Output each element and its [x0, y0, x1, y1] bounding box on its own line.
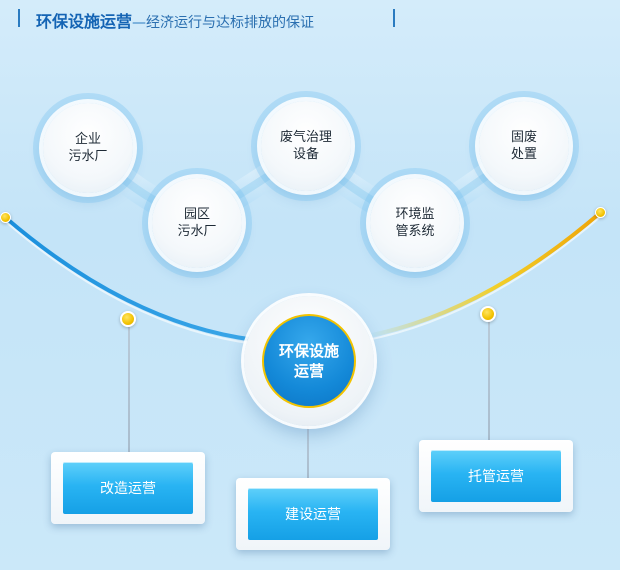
card-construction: 建设运营 [236, 478, 390, 550]
center-hub: 环保设施 运营 [244, 296, 374, 426]
arc-dot-renovation [120, 311, 136, 327]
arc-end-dot-left [0, 212, 11, 223]
bubble-exhaust-treatment: 废气治理 设备 [261, 101, 351, 191]
stem-trust [488, 314, 490, 446]
center-label: 环保设施 运营 [278, 342, 339, 380]
card-trust-face: 托管运营 [431, 450, 561, 502]
page-title: 环保设施运营 [36, 12, 133, 31]
page-subtitle: 经济运行与达标排放的保证 [146, 15, 315, 31]
bubble-label: 固废 处置 [510, 130, 537, 162]
arc-dot-trust [480, 306, 496, 322]
stem-renovation [128, 320, 130, 458]
bubble-enterprise-wastewater: 企业 污水厂 [43, 103, 133, 193]
header: 环保设施运营—经济运行与达标排放的保证 [0, 0, 620, 36]
header-right-bar [393, 9, 395, 27]
header-text: 环保设施运营—经济运行与达标排放的保证 [36, 8, 314, 32]
title-separator: — [132, 15, 147, 31]
center-hub-core: 环保设施 运营 [262, 314, 356, 408]
bubble-label: 废气治理 设备 [279, 130, 332, 162]
header-left-bar [18, 9, 20, 27]
card-label: 改造运营 [100, 481, 156, 497]
arc-end-dot-right [595, 207, 606, 218]
stem-construction [307, 425, 309, 480]
bubble-environment-monitoring: 环境监 管系统 [370, 178, 460, 268]
card-trust: 托管运营 [419, 440, 573, 512]
card-renovation-face: 改造运营 [63, 462, 193, 514]
bubble-park-wastewater: 园区 污水厂 [152, 178, 242, 268]
bubble-label: 企业 污水厂 [68, 132, 108, 164]
card-construction-face: 建设运营 [248, 488, 378, 540]
card-label: 托管运营 [468, 469, 524, 485]
card-label: 建设运营 [285, 507, 341, 523]
card-renovation: 改造运营 [51, 452, 205, 524]
bubble-label: 园区 污水厂 [177, 207, 217, 239]
bubble-solid-waste: 固废 处置 [479, 101, 569, 191]
bubble-label: 环境监 管系统 [395, 207, 435, 239]
